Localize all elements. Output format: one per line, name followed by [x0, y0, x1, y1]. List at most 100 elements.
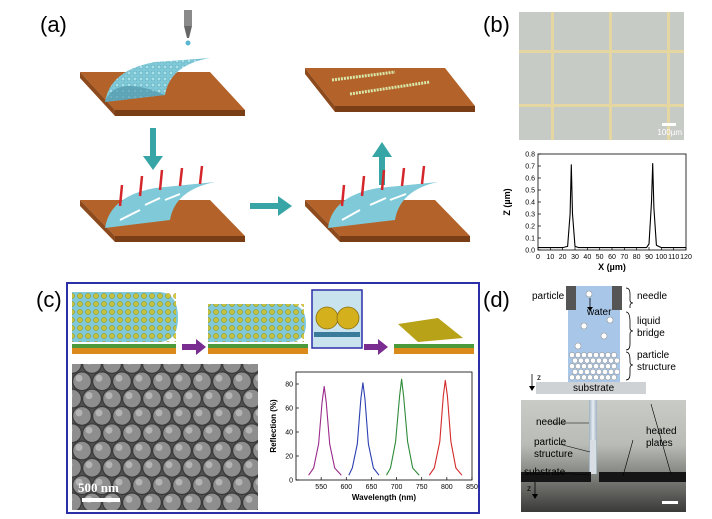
label-needle: needle [637, 291, 668, 302]
sem-highlight [135, 478, 143, 486]
sem-sphere [141, 388, 162, 409]
sem-sphere [212, 405, 233, 426]
y-tick-label: 0.5 [525, 188, 535, 195]
structure-particle [602, 357, 608, 364]
panel-a-label: (a) [40, 12, 67, 37]
sem-highlight [75, 374, 83, 382]
plate-bottom-right [305, 165, 470, 242]
structure-particle [611, 374, 617, 381]
sem-highlight [135, 374, 143, 382]
sem-sphere [212, 371, 233, 392]
sem-sphere [212, 440, 233, 461]
sem-sphere [181, 388, 202, 409]
sem-highlight [75, 409, 83, 417]
sem-highlight [215, 409, 223, 417]
pipette-icon [184, 10, 192, 46]
sem-sphere [141, 457, 162, 478]
sem-highlight [155, 478, 163, 486]
sem-sphere [151, 405, 172, 426]
panel-a-schematic [80, 10, 475, 242]
y-axis-label: Reflection (%) [269, 399, 278, 453]
sem-highlight [165, 426, 173, 434]
x-tick-label: 70 [620, 254, 628, 261]
structure-particle [569, 374, 575, 381]
sem-highlight [195, 374, 203, 382]
sem-sphere [252, 406, 258, 426]
sem-highlight [255, 478, 258, 486]
y-tick-label: 0 [289, 478, 293, 485]
structure-particle [608, 368, 614, 375]
sem-highlight [255, 409, 258, 417]
structure-particle [575, 363, 581, 370]
sem-highlight [165, 461, 173, 469]
sem-sphere [171, 475, 192, 496]
sem-sphere [72, 364, 82, 374]
structure-particle [611, 363, 617, 370]
sem-sphere [72, 492, 82, 510]
sem-highlight [245, 495, 253, 503]
sem-sphere [72, 388, 82, 409]
x-tick-label: 0 [536, 254, 540, 261]
sem-sphere [142, 364, 162, 374]
structure-particle [590, 357, 596, 364]
sem-sphere [191, 371, 212, 392]
sem-sphere [82, 388, 102, 409]
structure-particle [605, 374, 611, 381]
label-liquid-bridge-2: bridge [637, 328, 665, 339]
sem-highlight [205, 426, 213, 434]
structure-particle [578, 368, 584, 375]
sem-highlight [185, 426, 193, 434]
x-tick-label: 750 [416, 484, 428, 491]
y-tick-label: 20 [285, 454, 293, 461]
sem-highlight [167, 364, 171, 365]
y-tick-label: 0.7 [525, 164, 535, 171]
label-liquid-bridge-1: liquid [637, 316, 661, 327]
structure-particle [596, 368, 602, 375]
sem-sphere [232, 371, 253, 392]
sem-highlight [95, 409, 103, 417]
sem-sphere [121, 423, 142, 444]
sem-highlight [235, 409, 243, 417]
structure-particle [614, 368, 620, 375]
sem-highlight [115, 409, 123, 417]
sem-sphere [252, 475, 258, 495]
structure-particle [584, 368, 590, 375]
sem-sphere [162, 492, 182, 510]
panel-d-label: (d) [483, 287, 510, 312]
sem-sphere [222, 457, 243, 478]
sem-highlight [205, 495, 213, 503]
series-line [538, 163, 686, 249]
structure-particle [593, 363, 599, 370]
sem-highlight [72, 428, 73, 433]
sem-highlight [115, 444, 123, 451]
sem-sphere [92, 440, 112, 461]
sem-sphere [102, 364, 122, 374]
sem-sphere [222, 388, 243, 409]
sem-sphere [72, 371, 92, 392]
sem-highlight [185, 495, 193, 503]
sem-highlight [175, 374, 183, 382]
sem-highlight [235, 374, 243, 382]
sem-sphere [222, 423, 243, 444]
arrow-right [250, 203, 280, 209]
x-tick-label: 80 [633, 254, 641, 261]
sem-sphere [202, 423, 223, 444]
sem-highlight [255, 444, 258, 451]
sem-highlight [135, 444, 143, 451]
sem-sphere [151, 371, 172, 392]
sem-sphere [121, 388, 142, 409]
x-tick-label: 600 [340, 484, 352, 491]
structure-particle [608, 357, 614, 364]
sem-sphere [121, 457, 142, 478]
sem-sphere [131, 405, 152, 426]
x-tick-label: 10 [546, 254, 554, 261]
sem-sphere [202, 364, 222, 374]
panel-b-label: (b) [483, 12, 510, 37]
sem-sphere [191, 440, 212, 461]
structure-particle [605, 352, 611, 358]
sem-sphere [181, 457, 202, 478]
sem-sphere [92, 405, 112, 426]
x-tick-label: 50 [596, 254, 604, 261]
